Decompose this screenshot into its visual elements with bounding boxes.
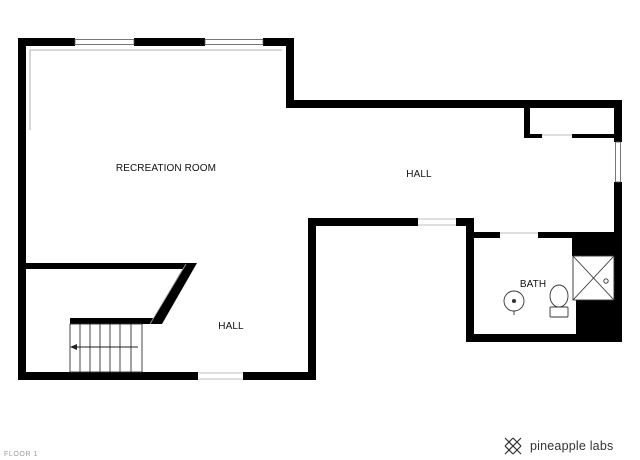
inner-outline: [29, 49, 282, 130]
walls: [18, 38, 622, 380]
stair-arrow-icon: [70, 344, 138, 350]
room-label-recreation: RECREATION ROOM: [116, 163, 216, 174]
windows: [74, 39, 621, 183]
sink-icon: [503, 290, 525, 315]
room-label-hall-lower: HALL: [218, 321, 244, 332]
brand-logo: pineapple labs: [502, 434, 613, 458]
room-label-bath: BATH: [520, 279, 546, 290]
brand-name: pineapple labs: [530, 439, 614, 453]
shower-icon: [572, 255, 615, 301]
pineapple-logo-icon: [504, 437, 522, 455]
staircase: [69, 323, 143, 373]
room-label-hall-upper: HALL: [406, 169, 432, 180]
toilet-icon: [549, 284, 569, 318]
floor-label: FLOOR 1: [4, 451, 39, 458]
door-openings: [149, 134, 572, 380]
